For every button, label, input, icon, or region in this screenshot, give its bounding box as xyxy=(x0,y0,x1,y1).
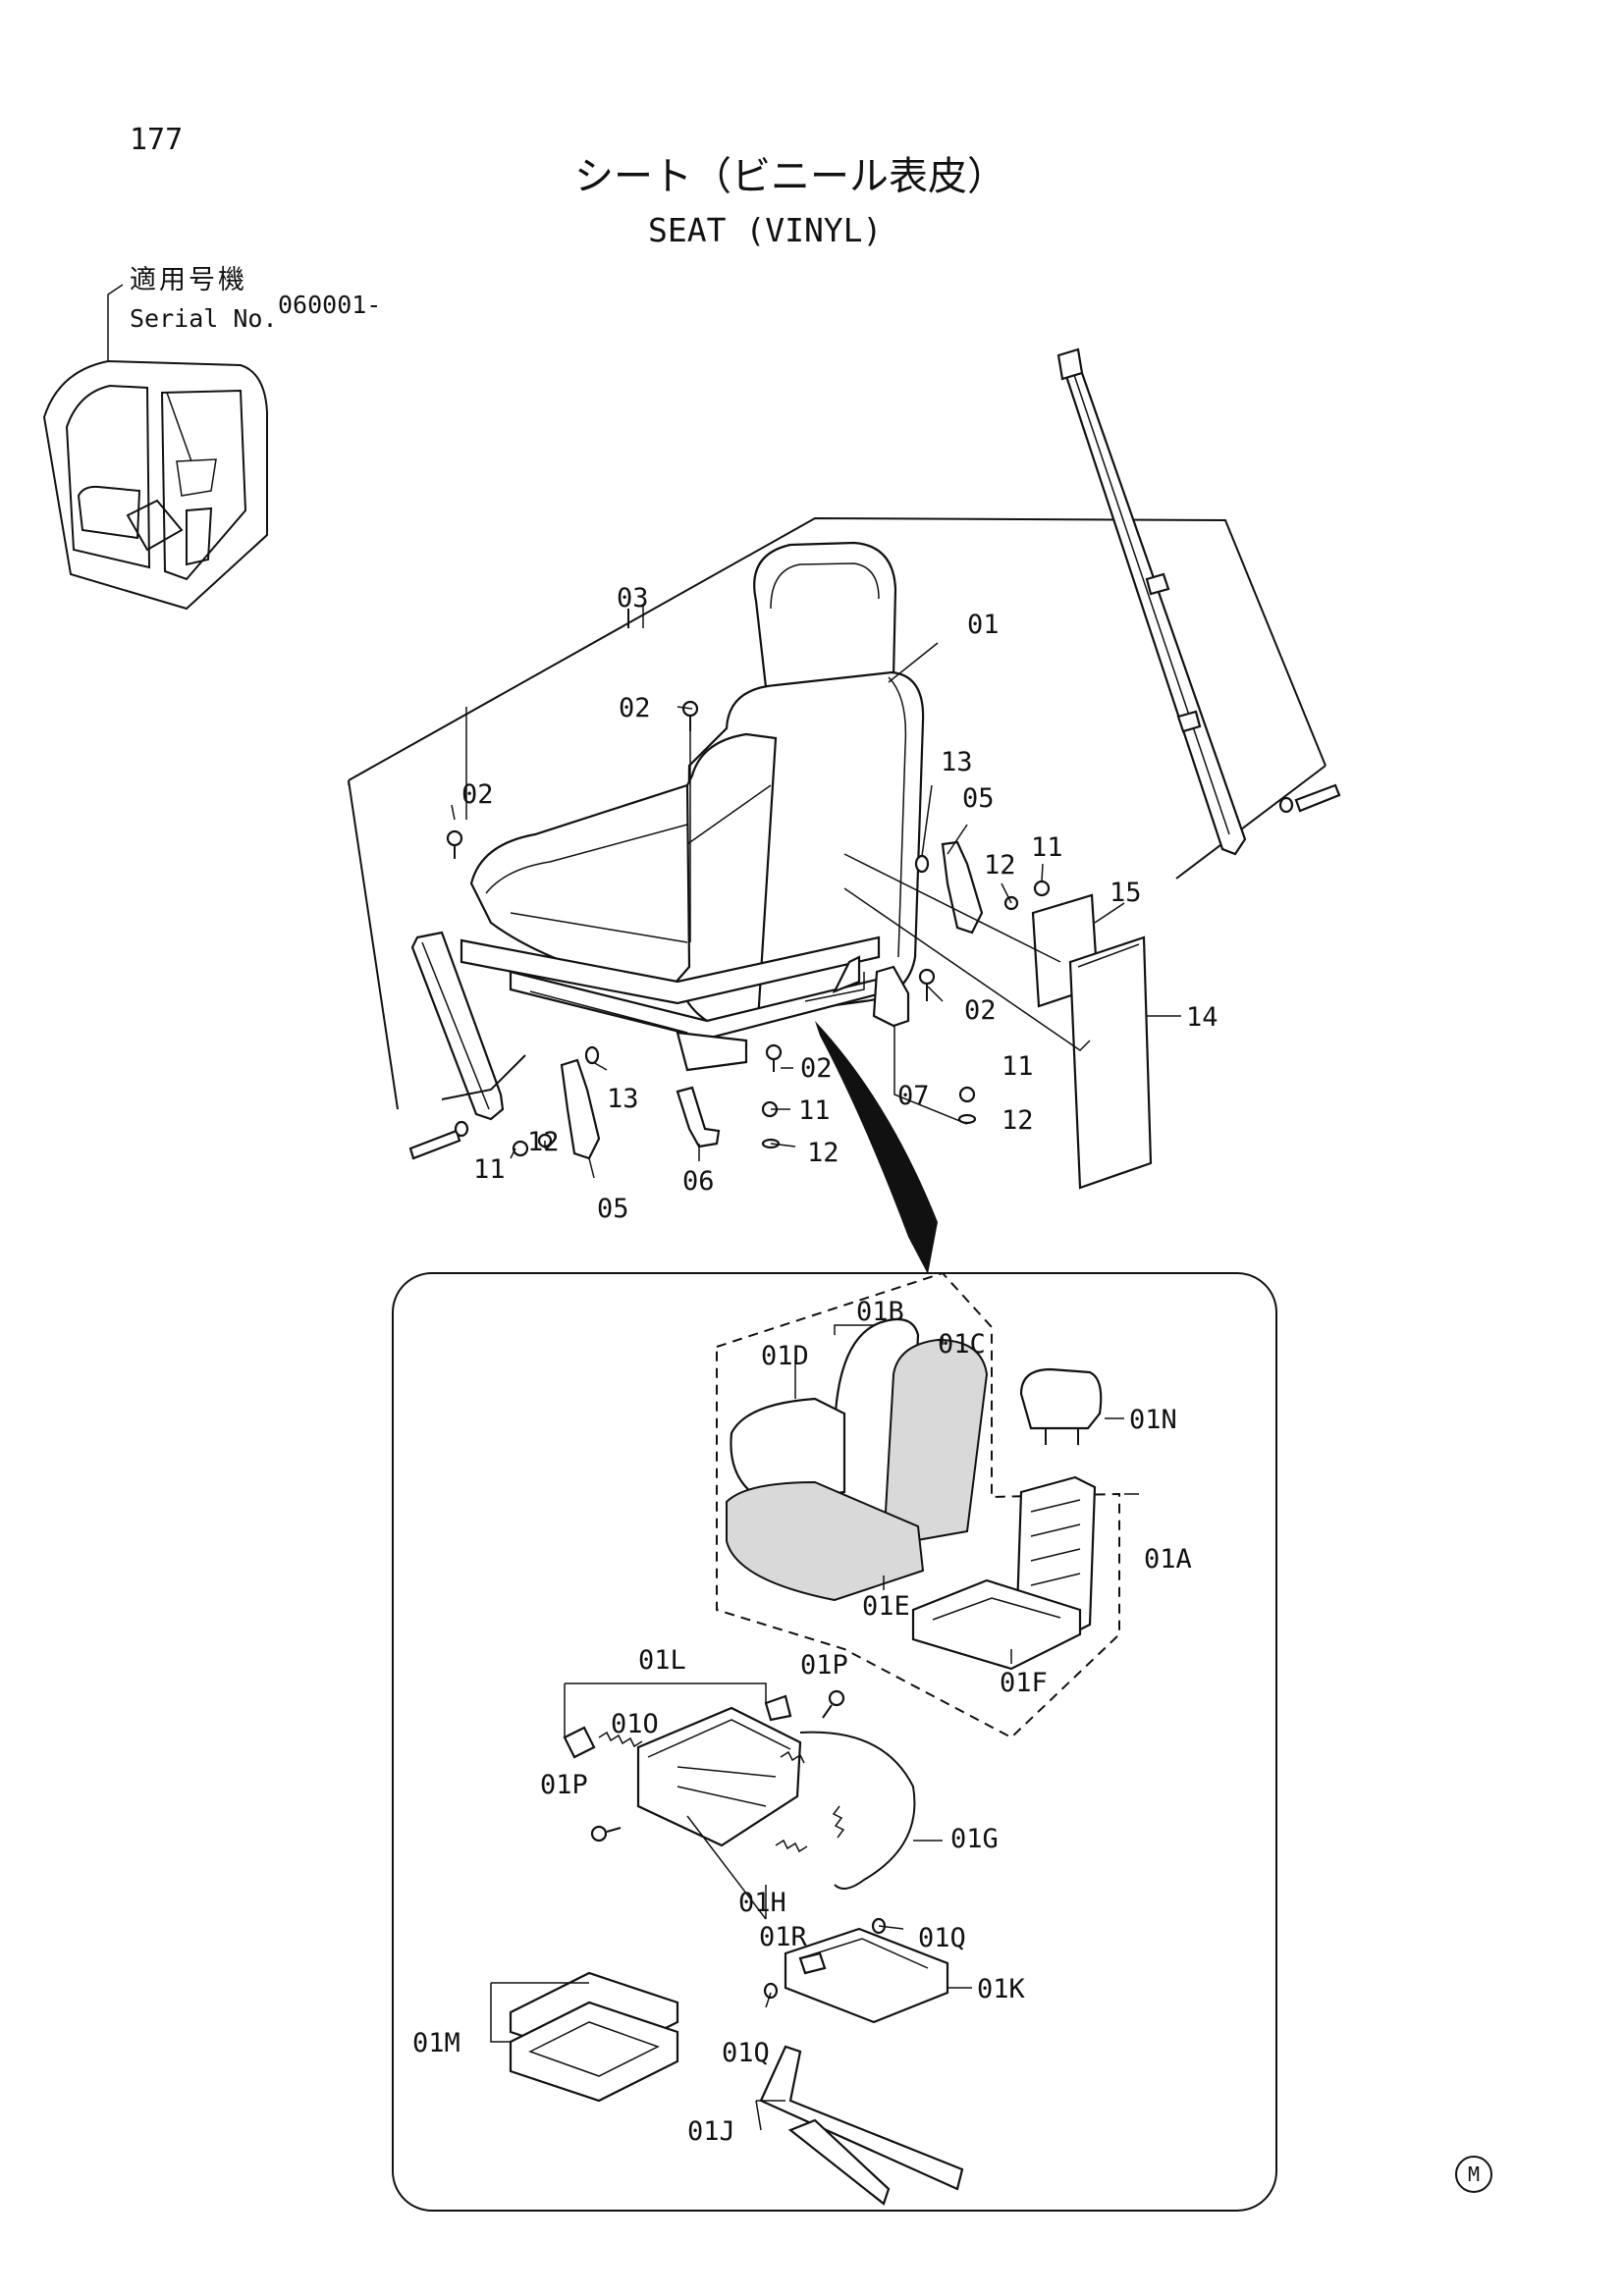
callout-01P-top: 01P xyxy=(800,1650,848,1681)
seat-back-pad-01C xyxy=(882,1338,989,1548)
bolt-02-center xyxy=(765,1043,783,1072)
callout-01C: 01C xyxy=(938,1329,986,1360)
left-armrest xyxy=(410,931,526,1121)
bolt-02-left xyxy=(446,829,463,859)
callout-12-center: 12 xyxy=(807,1138,839,1168)
callout-01P-left: 01P xyxy=(540,1770,588,1800)
callout-01K: 01K xyxy=(977,1974,1026,2004)
bolts-11-12 xyxy=(408,783,1341,1160)
washer-13-left xyxy=(584,1045,600,1065)
upper-leader-lines xyxy=(348,604,1181,1179)
bracket-05-left xyxy=(560,1058,601,1160)
detail-leader-lines xyxy=(490,1324,1139,2131)
seat-cushion-cover-01D xyxy=(730,1397,846,1504)
page-number: 177 xyxy=(130,123,184,157)
callout-13-right: 13 xyxy=(941,747,973,777)
dashed-group-01 xyxy=(716,1271,1120,1739)
page-title-japanese: シート（ビニール表皮） xyxy=(574,154,1006,199)
cab-location-icon xyxy=(42,284,268,611)
assembly-boundary-03 xyxy=(348,516,1326,781)
levers-01L xyxy=(563,1694,792,1759)
callout-01Q-right: 01Q xyxy=(918,1923,966,1953)
detail-arrow xyxy=(815,1021,938,1274)
callout-06: 06 xyxy=(682,1166,715,1197)
callout-01M: 01M xyxy=(412,2028,460,2058)
bracket-05-right xyxy=(941,840,984,934)
callout-11-left: 11 xyxy=(473,1154,506,1185)
seat-backrest xyxy=(674,541,925,1023)
callout-14: 14 xyxy=(1186,1002,1218,1033)
right-armrest xyxy=(1056,347,1247,856)
suspension-frame-01O xyxy=(636,1706,802,1847)
callout-02-top: 02 xyxy=(619,693,651,723)
springs xyxy=(598,1731,845,1853)
callout-01R: 01R xyxy=(759,1922,808,1952)
callout-01N: 01N xyxy=(1129,1405,1177,1435)
callout-02-right: 02 xyxy=(964,995,997,1026)
callout-01B: 01B xyxy=(856,1297,904,1327)
callout-15: 15 xyxy=(1110,878,1142,908)
seat-pan-01F xyxy=(911,1578,1082,1671)
serial-label-english: Serial No. xyxy=(130,304,278,333)
callout-01H: 01H xyxy=(738,1888,786,1918)
callout-03: 03 xyxy=(617,583,649,614)
base-plate-01M xyxy=(509,1971,679,2103)
cable-01G xyxy=(799,1731,916,1890)
callout-02-left: 02 xyxy=(461,779,494,810)
bracket-06 xyxy=(676,1086,721,1148)
serial-label-japanese: 適用号機 xyxy=(130,265,247,295)
callout-01E: 01E xyxy=(862,1591,910,1622)
washer-13-right xyxy=(914,854,930,874)
callout-11-center: 11 xyxy=(798,1095,831,1126)
slide-arm-01J xyxy=(759,2045,964,2206)
serial-number-value: 060001- xyxy=(278,291,382,319)
bolt-02-right xyxy=(918,968,936,1001)
callout-05-left: 05 xyxy=(597,1194,629,1224)
callout-02-center: 02 xyxy=(800,1053,833,1084)
callout-12-right-lower: 12 xyxy=(1001,1105,1034,1136)
callout-01J: 01J xyxy=(687,2116,735,2147)
callout-13-left: 13 xyxy=(607,1084,639,1114)
callout-05-right: 05 xyxy=(962,783,995,814)
callout-11-right: 11 xyxy=(1031,832,1063,863)
callout-11-right-lower: 11 xyxy=(1001,1051,1034,1082)
callout-07: 07 xyxy=(897,1081,930,1111)
callout-01Q-left: 01Q xyxy=(722,2038,770,2068)
bracket-07 xyxy=(872,965,910,1028)
callout-01F: 01F xyxy=(1000,1668,1048,1698)
corner-mark: M xyxy=(1455,2156,1492,2193)
bolts-01P xyxy=(590,1689,845,1842)
callout-01D: 01D xyxy=(761,1341,809,1371)
rail-01R xyxy=(798,1951,827,1975)
callout-01O: 01O xyxy=(611,1709,659,1739)
panel-14 xyxy=(1068,935,1153,1190)
callout-01: 01 xyxy=(967,610,1000,640)
callout-01G: 01G xyxy=(950,1824,999,1854)
detail-frame xyxy=(392,1272,1277,2212)
callout-12-right: 12 xyxy=(984,850,1016,881)
slide-rail-01K xyxy=(784,1927,949,2024)
callout-01A: 01A xyxy=(1144,1544,1192,1575)
seat-cushion-pad-01E xyxy=(726,1480,925,1602)
page-title-english: SEAT (VINYL) xyxy=(648,211,883,249)
seat-cushion xyxy=(460,783,881,1005)
callout-12-left: 12 xyxy=(527,1127,560,1157)
headrest-01N xyxy=(1019,1367,1103,1445)
callout-01L: 01L xyxy=(638,1645,686,1676)
seat-slide-rails xyxy=(509,955,891,1072)
callout-labels: 03 01 02 02 13 05 12 11 15 14 02 02 11 0… xyxy=(412,583,1218,2147)
